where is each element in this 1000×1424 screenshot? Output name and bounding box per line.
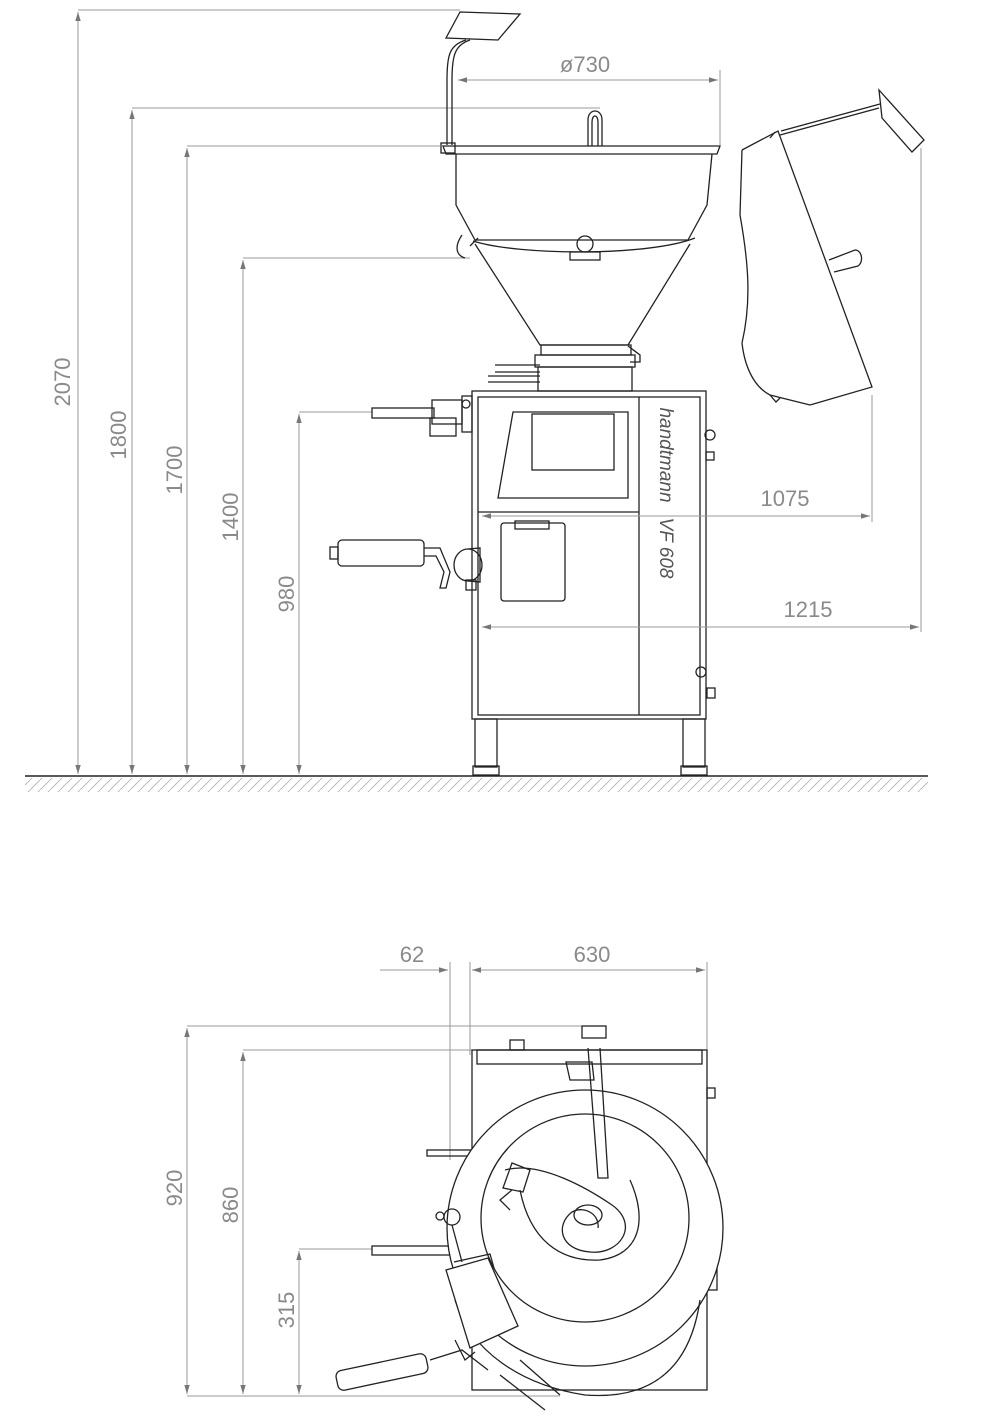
dim-1075-label: 1075 (761, 486, 810, 511)
dim-2070-label: 2070 (50, 358, 75, 407)
depth-dimension-1215: 1215 (482, 148, 922, 632)
dim-1400-label: 1400 (218, 493, 243, 542)
dim-315-label: 315 (274, 1292, 299, 1329)
filling-outlet (371, 395, 473, 437)
top-hopper (446, 1025, 724, 1411)
display-screen (531, 413, 615, 471)
outlet-position-dimension: 315 (274, 1248, 372, 1394)
tilted-hopper (739, 88, 925, 406)
hopper (442, 110, 721, 392)
height-dimension-1400: 1400 (218, 257, 470, 774)
height-dimension-980: 980 (274, 411, 372, 774)
height-dimension-2070: 2070 (50, 9, 460, 774)
leg-right (682, 718, 706, 768)
dim-1700-label: 1700 (162, 446, 187, 495)
dim-630-label: 630 (574, 942, 611, 967)
dim-1215-label: 1215 (784, 597, 833, 622)
display-panel (497, 411, 629, 499)
dim-920-label: 920 (162, 1170, 187, 1207)
top-view: 62 630 920 860 315 (162, 942, 724, 1411)
hopper-lid-paddle (440, 11, 522, 154)
dim-860-label: 860 (218, 1187, 243, 1224)
depth-dimension-920: 920 (162, 1025, 600, 1394)
dim-1800-label: 1800 (106, 411, 131, 460)
ground-line (25, 775, 928, 792)
dim-62-label: 62 (400, 942, 424, 967)
leg-left (474, 718, 498, 768)
front-view: 2070 1800 1700 1400 980 ø730 (25, 9, 928, 792)
machine-body (471, 390, 716, 776)
model-label: VF 608 (655, 518, 676, 579)
diameter-dimension: ø730 (458, 52, 721, 145)
dim-980-label: 980 (274, 576, 299, 613)
top-lever-assembly (335, 1208, 519, 1391)
brand-label: handtmann (655, 407, 676, 502)
depth-dimension-1075: 1075 (482, 395, 873, 522)
height-dimension-1700: 1700 (162, 145, 440, 774)
control-door (500, 522, 566, 602)
height-dimension-1800: 1800 (106, 107, 600, 774)
width-dimension-top: 62 630 (380, 942, 708, 1160)
lever-handle (329, 539, 483, 591)
dim-730-label: ø730 (560, 52, 610, 77)
